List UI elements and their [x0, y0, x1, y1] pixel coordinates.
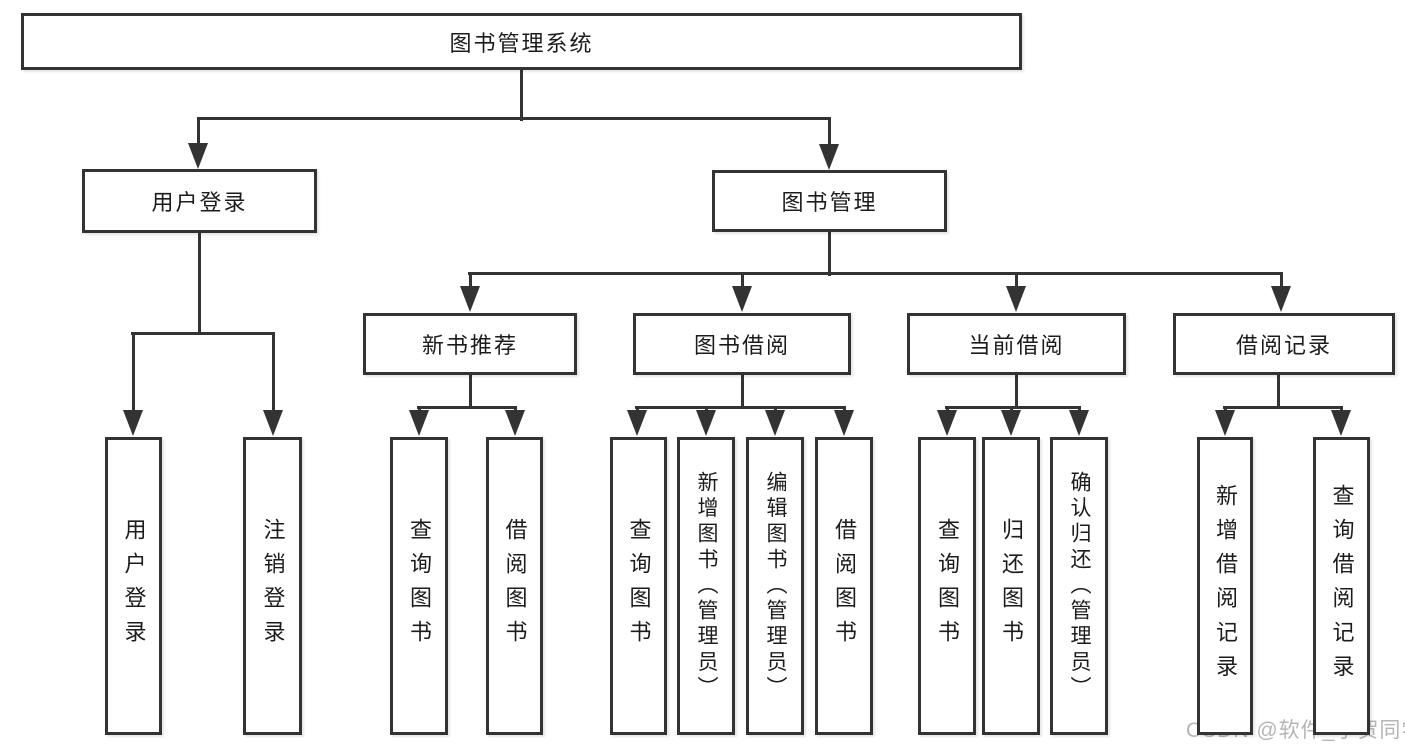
- arrowhead-down-icon: [188, 143, 208, 169]
- node-leaf-confirm-return: 确认归还（管理员）: [1050, 437, 1108, 735]
- node-book-mgmt: 图书管理: [712, 170, 947, 232]
- node-borrow-record: 借阅记录: [1173, 313, 1395, 375]
- arrowhead-down-icon: [834, 410, 854, 436]
- node-user-login: 用户登录: [82, 169, 317, 233]
- node-leaf-edit-book: 编辑图书（管理员）: [746, 437, 804, 735]
- arrowhead-down-icon: [1331, 410, 1351, 436]
- node-label: 查询图书: [407, 517, 432, 655]
- arrowhead-down-icon: [263, 410, 283, 436]
- node-label: 图书管理: [781, 190, 878, 215]
- arrow-line: [740, 273, 744, 288]
- arrow-line: [827, 118, 831, 146]
- node-label: 确认归还（管理员）: [1068, 470, 1091, 702]
- connector-vline: [197, 233, 201, 335]
- node-label: 当前借阅: [968, 333, 1065, 358]
- node-label: 查询借阅记录: [1329, 483, 1355, 689]
- arrowhead-down-icon: [696, 410, 716, 436]
- connector-vline: [468, 375, 472, 409]
- node-leaf-query-borrow-record: 查询借阅记录: [1313, 437, 1370, 735]
- arrowhead-down-icon: [1215, 410, 1235, 436]
- node-label: 借阅图书: [502, 517, 528, 655]
- arrow-line: [842, 407, 846, 412]
- arrow-line: [1077, 407, 1081, 412]
- arrow-line: [773, 407, 777, 412]
- node-label: 图书借阅: [693, 333, 790, 358]
- node-label: 新书推荐: [421, 333, 518, 358]
- node-book-borrow: 图书借阅: [633, 313, 851, 375]
- node-label: 查询图书: [626, 517, 652, 655]
- node-leaf-borrow-book-2: 借阅图书: [815, 437, 873, 735]
- arrow-line: [945, 407, 949, 412]
- arrow-line: [704, 407, 708, 412]
- node-leaf-query-book-2: 查询图书: [610, 437, 667, 735]
- arrowhead-down-icon: [819, 144, 839, 170]
- node-leaf-logout: 注销登录: [243, 437, 302, 735]
- node-leaf-add-borrow-record: 新增借阅记录: [1197, 437, 1253, 735]
- arrowhead-down-icon: [1271, 286, 1291, 312]
- connector-hline: [1223, 405, 1343, 409]
- arrow-line: [1009, 407, 1013, 412]
- arrow-line: [131, 333, 135, 412]
- arrow-line: [1223, 407, 1227, 412]
- arrow-line: [271, 333, 275, 412]
- node-label: 图书管理系统: [449, 30, 594, 56]
- arrow-line: [635, 407, 639, 412]
- arrowhead-down-icon: [732, 286, 752, 312]
- node-new-book: 新书推荐: [363, 313, 577, 375]
- arrow-line: [513, 407, 517, 412]
- connector-vline: [827, 232, 831, 276]
- connector-hline: [197, 116, 831, 120]
- arrowhead-down-icon: [409, 410, 429, 436]
- node-leaf-query-book-3: 查询图书: [918, 437, 976, 735]
- node-root: 图书管理系统: [21, 13, 1022, 70]
- connector-vline: [1276, 375, 1280, 409]
- node-label: 归还图书: [999, 517, 1024, 655]
- node-label: 用户登录: [151, 190, 248, 215]
- node-label: 新增图书（管理员）: [695, 470, 718, 702]
- arrowhead-down-icon: [505, 410, 525, 436]
- arrowhead-down-icon: [123, 410, 143, 436]
- arrow-line: [1014, 273, 1018, 288]
- node-label: 新增借阅记录: [1213, 483, 1238, 689]
- connector-vline: [519, 70, 523, 121]
- arrow-line: [417, 407, 421, 412]
- node-label: 注销登录: [260, 517, 286, 655]
- connector-vline: [740, 375, 744, 409]
- node-label: 借阅记录: [1235, 333, 1332, 358]
- node-label: 查询图书: [935, 517, 960, 655]
- connector-hline: [417, 405, 517, 409]
- connector-hline: [131, 331, 275, 335]
- arrow-line: [468, 273, 472, 288]
- arrowhead-down-icon: [937, 410, 957, 436]
- connector-hline: [945, 405, 1081, 409]
- arrowhead-down-icon: [460, 286, 480, 312]
- node-label: 借阅图书: [832, 517, 857, 655]
- arrow-line: [1339, 407, 1343, 412]
- node-leaf-add-book: 新增图书（管理员）: [677, 437, 735, 735]
- arrowhead-down-icon: [1001, 410, 1021, 436]
- node-leaf-return-book: 归还图书: [982, 437, 1040, 735]
- node-leaf-query-book-1: 查询图书: [390, 437, 448, 735]
- node-current-borrow: 当前借阅: [907, 313, 1126, 375]
- arrowhead-down-icon: [1006, 286, 1026, 312]
- arrow-line: [1279, 273, 1283, 288]
- connector-vline: [1014, 375, 1018, 409]
- arrow-line: [196, 118, 200, 145]
- arrowhead-down-icon: [627, 410, 647, 436]
- node-label: 用户登录: [121, 517, 147, 655]
- arrowhead-down-icon: [765, 410, 785, 436]
- node-leaf-user-login: 用户登录: [105, 437, 162, 735]
- arrowhead-down-icon: [1069, 410, 1089, 436]
- node-label: 编辑图书（管理员）: [764, 470, 787, 702]
- node-leaf-borrow-book-1: 借阅图书: [486, 437, 543, 735]
- connector-hline: [468, 271, 1283, 275]
